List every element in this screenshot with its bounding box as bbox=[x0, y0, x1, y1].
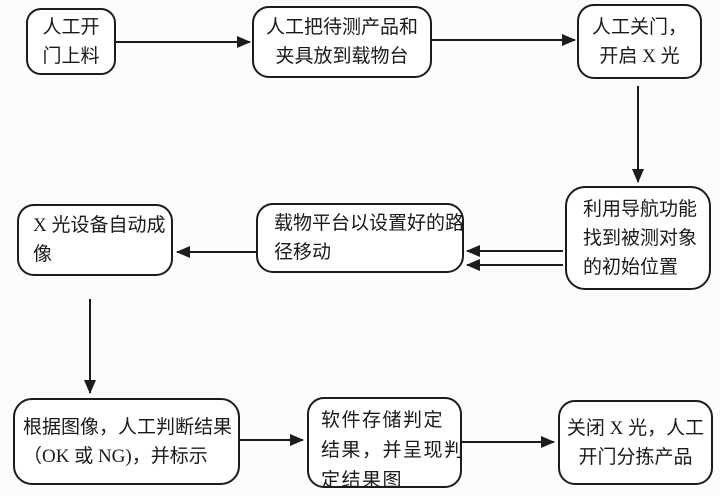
node-close-door-start-xray: 人工关门， 开启 X 光 bbox=[577, 4, 702, 79]
node-text-line: 利用导航功能 bbox=[583, 198, 698, 220]
node-text-line: 人工把待测产品和 bbox=[265, 17, 418, 38]
node-text-line: 根据图像，人工判断结果 bbox=[23, 416, 233, 438]
node-text-line: 开门分拣产品 bbox=[578, 446, 693, 468]
node-text-line: 像 bbox=[33, 244, 53, 265]
node-stage-moves-along-path: 载物平台以设置好的路 径移动 bbox=[256, 203, 464, 273]
node-close-xray-sort-product: 关闭 X 光，人工 开门分拣产品 bbox=[558, 400, 713, 485]
node-text-line: 结果，并呈现判 bbox=[321, 440, 462, 461]
node-text-line: 门上料 bbox=[42, 45, 100, 67]
node-text-line: 载物平台以设置好的路 bbox=[274, 213, 465, 234]
node-text-line: 径移动 bbox=[274, 242, 332, 263]
node-text-line: 关闭 X 光，人工 bbox=[566, 417, 705, 439]
node-manual-judge-result: 根据图像，人工判断结果 （OK 或 NG)，并标示 bbox=[13, 398, 240, 485]
node-text-line: 定结果图 bbox=[321, 470, 404, 488]
node-text-line: 的初始位置 bbox=[583, 256, 679, 278]
node-place-product-on-stage: 人工把待测产品和 夹具放到载物台 bbox=[252, 6, 432, 78]
node-text-line: 夹具放到载物台 bbox=[275, 46, 409, 67]
node-text-line: X 光设备自动成 bbox=[33, 215, 166, 236]
node-text-line: 人工关门， bbox=[591, 16, 687, 38]
node-text-line: 人工开 bbox=[42, 16, 100, 38]
node-software-store-result: 软件存储判定 结果，并呈现判 定结果图 bbox=[307, 397, 462, 488]
node-text-line: （OK 或 NG)，并标示 bbox=[23, 445, 208, 467]
node-text-line: 开启 X 光 bbox=[599, 45, 680, 67]
node-navigate-to-initial-position: 利用导航功能 找到被测对象 的初始位置 bbox=[565, 186, 711, 290]
node-text-line: 找到被测对象 bbox=[583, 227, 698, 249]
node-manual-open-door-load: 人工开 门上料 bbox=[26, 8, 116, 75]
node-text-line: 软件存储判定 bbox=[321, 410, 445, 431]
node-xray-auto-imaging: X 光设备自动成 像 bbox=[17, 204, 173, 276]
